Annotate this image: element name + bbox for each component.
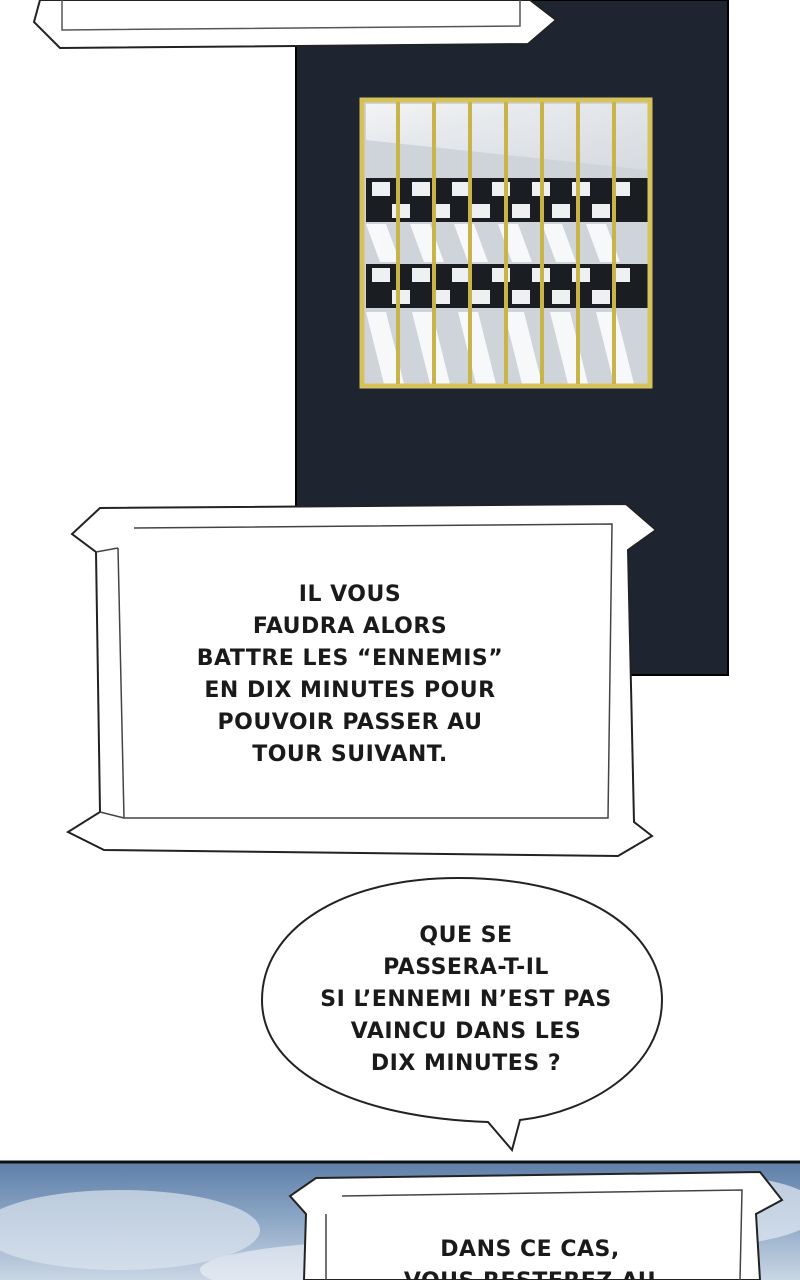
bottom-caption-box — [288, 1170, 784, 1280]
bottom-caption-text: DANS CE CAS, VOUS RESTEREZ AU — [330, 1234, 730, 1280]
caption-line: POUVOIR PASSER AU — [217, 710, 483, 735]
caption-line: EN DIX MINUTES POUR — [204, 678, 496, 703]
speech-bubble-text: QUE SE PASSERA-T-IL SI L’ENNEMI N’EST PA… — [266, 920, 666, 1080]
speech-bubble — [260, 876, 664, 1153]
rules-caption-text: IL VOUS FAUDRA ALORS BATTRE LES “ENNEMIS… — [150, 579, 550, 771]
caption-line: VOUS RESTEREZ AU — [330, 1266, 730, 1280]
top-caption-box — [32, 0, 558, 50]
speech-line: VAINCU DANS LES — [350, 1019, 582, 1044]
speech-line: DIX MINUTES ? — [370, 1051, 562, 1076]
barred-window — [359, 97, 653, 389]
caption-line: FAUDRA ALORS — [252, 614, 448, 639]
rules-caption-box — [65, 502, 658, 858]
caption-line: TOUR SUIVANT. — [252, 742, 448, 767]
speech-line: PASSERA-T-IL — [383, 955, 549, 980]
caption-line: IL VOUS — [298, 582, 402, 607]
speech-line: QUE SE — [419, 923, 513, 948]
speech-line: SI L’ENNEMI N’EST PAS — [320, 987, 612, 1012]
caption-line: DANS CE CAS, — [440, 1237, 620, 1262]
caption-line: BATTRE LES “ENNEMIS” — [196, 646, 504, 671]
